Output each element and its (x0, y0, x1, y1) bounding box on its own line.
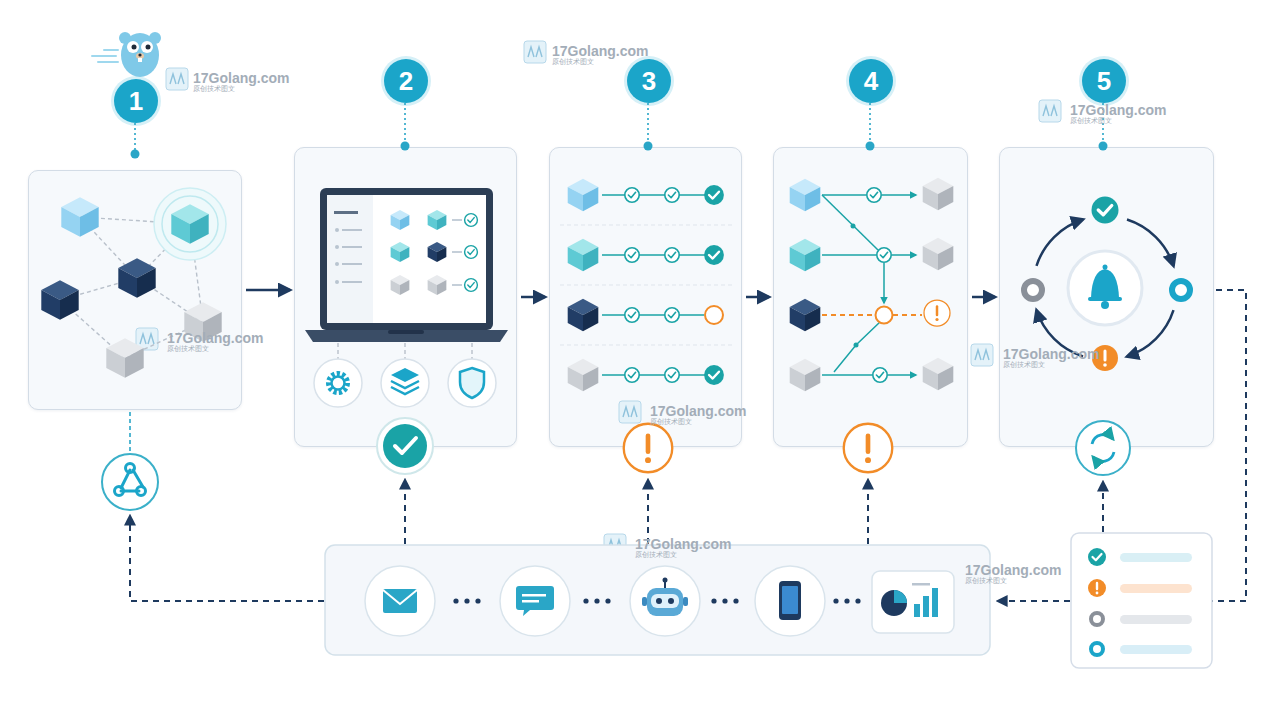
watermark-subtext: 原创技术图文 (1070, 116, 1112, 125)
watermark-subtext: 原创技术图文 (965, 576, 1007, 585)
watermark-text: 17Golang.com (650, 402, 746, 420)
stage-panel: 4 (773, 147, 968, 447)
callout-number: 4 (849, 59, 893, 103)
watermark-subtext: 原创技术图文 (193, 84, 235, 93)
success-badge (377, 418, 433, 474)
leader-line (135, 103, 1103, 150)
watermark-text: 17Golang.com (552, 42, 648, 60)
stage-panel: 2 (294, 147, 517, 447)
laptop-dashboard (305, 188, 508, 342)
watermark-subtext: 原创技术图文 (552, 57, 594, 66)
alert-cycle (1024, 197, 1190, 372)
watermark-subtext: 原创技术图文 (635, 550, 677, 559)
flow-arrow (246, 289, 290, 292)
feedback-lines (130, 290, 1246, 601)
routing-graph (790, 178, 954, 472)
stage-panel: 3 (549, 147, 742, 447)
watermark-icon (136, 41, 1061, 582)
callout-number: 5 (1082, 59, 1126, 103)
watermark-subtext: 原创技术图文 (1003, 360, 1045, 369)
watermark-subtext: 原创技术图文 (650, 417, 692, 426)
flow-arrow (746, 296, 769, 299)
watermark-text: 17Golang.com (635, 535, 731, 553)
check-rows (560, 179, 735, 472)
gopher-mascot (92, 32, 161, 77)
sync-badge (1076, 421, 1130, 475)
flow-arrow (972, 296, 995, 299)
watermark-text: 17Golang.com (193, 69, 289, 87)
webhook-trigger (102, 412, 158, 510)
watermark-text: 17Golang.com (965, 561, 1061, 579)
watermark-text: 17Golang.com (1070, 101, 1166, 119)
watermark-text: 17Golang.com (1003, 345, 1099, 363)
stage-panel: 1 (28, 170, 242, 410)
stage-panel: 5 (999, 147, 1214, 447)
watermark-text: 17Golang.com (167, 329, 263, 347)
callout-number: 1 (114, 79, 158, 123)
notification-channels (325, 545, 990, 655)
status-list (1071, 533, 1212, 668)
leader-dot (131, 142, 1108, 159)
watermark-subtext: 原创技术图文 (167, 344, 209, 353)
flow-arrow (521, 296, 545, 299)
callout-number: 3 (627, 59, 671, 103)
cluster-network (41, 188, 226, 378)
config-icons (314, 343, 496, 407)
callout-number: 2 (384, 59, 428, 103)
